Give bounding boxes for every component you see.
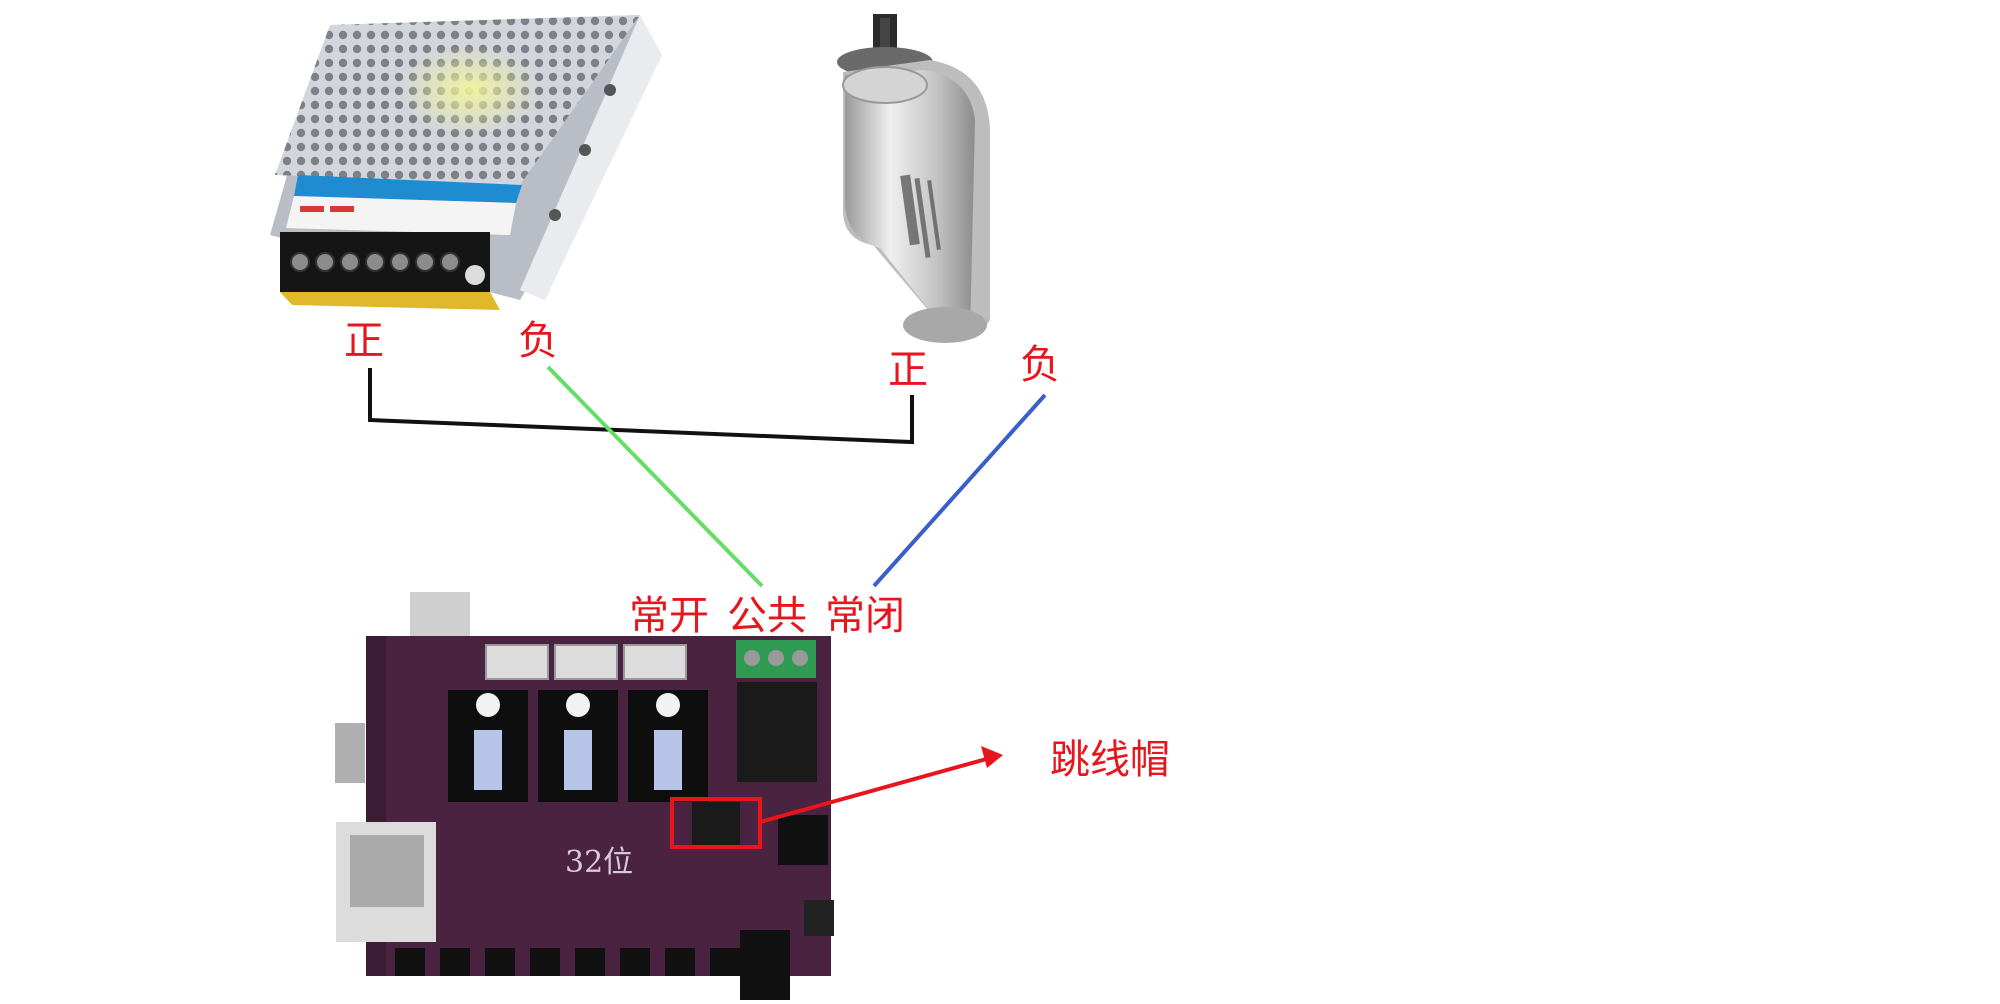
relay-terminal-labels: 常开 公共 常闭: [629, 596, 923, 636]
svg-text:32位: 32位: [565, 845, 633, 880]
spindle-negative-label: 负: [1020, 342, 1060, 388]
relay-normally-closed-label: 常闭: [825, 593, 905, 639]
grbl-controller-board-image: 32位: [335, 592, 834, 1000]
black-wire: [368, 368, 914, 445]
jumper-cap-label: 跳线帽: [1050, 737, 1170, 783]
psu-positive-label: 正: [344, 318, 384, 364]
blue-wire: [872, 393, 1047, 588]
relay-common-label: 公共: [727, 593, 807, 639]
power-supply-image: [270, 15, 662, 310]
psu-negative-label: 负: [518, 318, 558, 364]
green-wire: [546, 365, 764, 588]
pointer-arrowhead: [981, 746, 1003, 768]
pointer-arrow-line: [759, 756, 991, 824]
jumper-cap-highlight-box: [670, 797, 762, 849]
relay-normally-open-label: 常开: [629, 593, 709, 639]
spindle-positive-label: 正: [888, 347, 928, 393]
spindle-motor-image: [837, 14, 990, 343]
